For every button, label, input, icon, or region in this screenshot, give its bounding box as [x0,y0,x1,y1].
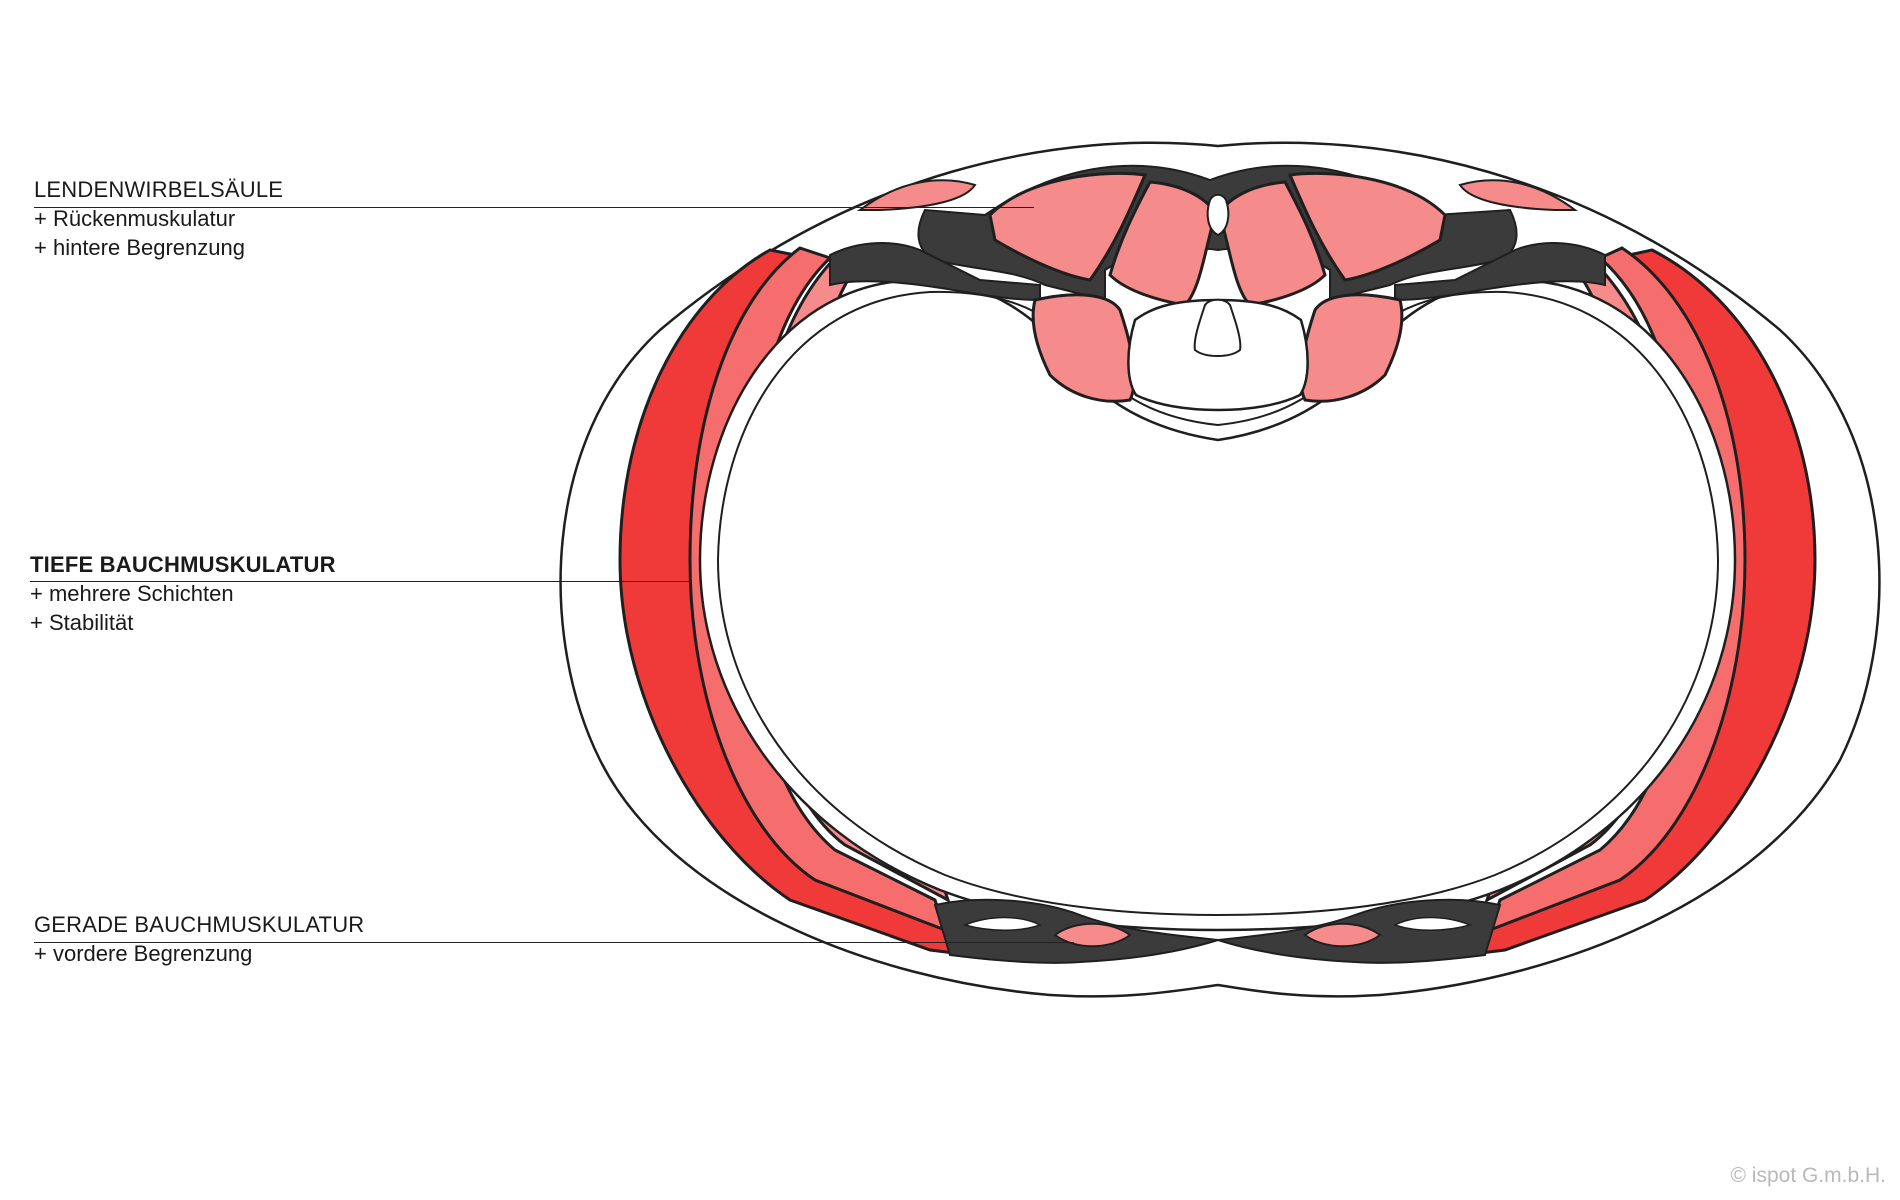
peritoneum-line [716,290,1720,917]
left-rectus-abdominis [1053,922,1132,948]
right-posterior-small-muscle [1458,179,1579,211]
label-spine: LENDENWIRBELSÄULE + Rückenmuskulatur + h… [34,175,283,262]
left-sheath-gap [962,916,1042,931]
spinal-canal [1193,298,1242,357]
lumbar-vertebra [1127,193,1309,412]
right-psoas [1299,293,1404,403]
leader-line-rectus [34,942,1074,943]
label-deep: TIEFE BAUCHMUSKULATUR + mehrere Schichte… [30,550,336,637]
label-spine-line-2: + hintere Begrenzung [34,235,245,260]
leader-line-deep [30,581,690,582]
left-erector-spinae [988,171,1148,282]
label-deep-line-1: + mehrere Schichten [30,581,234,606]
label-spine-line-1: + Rückenmuskulatur [34,206,236,231]
label-rectus-title: GERADE BAUCHMUSKULATUR [34,912,365,937]
right-erector-spinae [1287,171,1447,282]
left-psoas [1031,293,1136,403]
right-rectus-abdominis [1303,922,1382,948]
label-rectus: GERADE BAUCHMUSKULATUR + vordere Begrenz… [34,910,364,968]
label-spine-title: LENDENWIRBELSÄULE [34,177,284,202]
copyright-text: © ispot G.m.b.H. [1730,1164,1886,1187]
back-muscles [988,171,1447,403]
label-rectus-line-1: + vordere Begrenzung [34,941,253,966]
spinous-process [1206,193,1230,237]
label-deep-title: TIEFE BAUCHMUSKULATUR [30,552,336,577]
leader-line-spine [34,207,1034,208]
label-deep-line-2: + Stabilität [30,610,134,635]
right-sheath-gap [1393,916,1473,931]
